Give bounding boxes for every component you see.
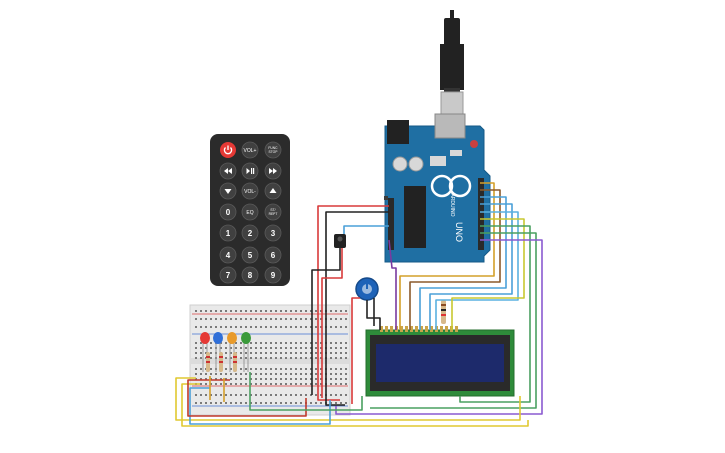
remote-button-5[interactable]: 5 [241, 246, 259, 264]
fast-forward-icon [269, 168, 277, 174]
remote-button-label: 5 [248, 251, 253, 260]
remote-button-label: 4 [226, 251, 231, 260]
arduino-brand-label: ARDUINO [449, 193, 455, 216]
remote-button-2[interactable]: 2 [241, 224, 259, 242]
lcd-display[interactable] [365, 326, 515, 397]
remote-button-label: FUNC [268, 146, 278, 150]
remote-button-st-rept[interactable]: ST/REPT [264, 203, 282, 221]
arduino-model-label: UNO [454, 222, 464, 242]
play-pause-icon [246, 168, 255, 174]
remote-button-0[interactable]: 0 [219, 203, 237, 221]
remote-button-label: 6 [271, 251, 276, 260]
triangle-up-icon [269, 188, 277, 193]
remote-button-3[interactable]: 3 [264, 224, 282, 242]
remote-button-7[interactable]: 7 [219, 266, 237, 284]
digital-header[interactable] [478, 178, 484, 250]
usb-port [434, 113, 466, 139]
remote-button-8[interactable]: 8 [241, 266, 259, 284]
remote-button-eq[interactable]: EQ [241, 203, 259, 221]
remote-button-prev[interactable] [219, 162, 237, 180]
wires [175, 182, 543, 427]
remote-button-down[interactable] [219, 182, 237, 200]
remote-button-label: REPT [269, 212, 278, 216]
remote-button-power[interactable] [220, 142, 236, 158]
potentiometer[interactable] [355, 277, 379, 301]
remote-button-label: ST/ [270, 208, 275, 212]
remote-button-next[interactable] [264, 162, 282, 180]
remote-button-play-pause[interactable] [241, 162, 259, 180]
remote-button-6[interactable]: 6 [264, 246, 282, 264]
remote-button-up[interactable] [264, 182, 282, 200]
triangle-down-icon [224, 189, 232, 194]
remote-button-9[interactable]: 9 [264, 266, 282, 284]
remote-button-label: 2 [248, 229, 253, 238]
remote-button-label: 1 [226, 229, 231, 238]
remote-button-label: 7 [226, 271, 231, 280]
remote-button-vol[interactable]: VOL- [241, 182, 259, 200]
remote-button-4[interactable]: 4 [219, 246, 237, 264]
led-resistors [206, 352, 237, 372]
remote-button-label: 3 [271, 229, 276, 238]
power-jack [387, 120, 409, 144]
atmega-chip [404, 186, 426, 248]
remote-button-vol[interactable]: VOL+ [241, 141, 259, 159]
remote-button-label: 9 [271, 271, 276, 280]
led-green[interactable] [241, 332, 251, 372]
usb-cable [440, 10, 464, 119]
rewind-icon [224, 168, 232, 174]
remote-button-label: VOL- [244, 189, 256, 195]
remote-button-label: 0 [226, 208, 231, 217]
ir-receiver[interactable] [334, 234, 346, 248]
remote-button-label: 8 [248, 271, 253, 280]
power-analog-header[interactable] [388, 198, 394, 250]
reset-button[interactable] [470, 140, 478, 148]
remote-button-label: VOL+ [244, 148, 257, 154]
remote-button-label: STOP [269, 150, 279, 154]
lcd-screen [376, 344, 504, 382]
remote-button-label: EQ [246, 210, 253, 216]
arduino-uno-board[interactable]: ARDUINO UNO [384, 113, 491, 263]
remote-button-1[interactable]: 1 [219, 224, 237, 242]
lcd-backlight-resistor[interactable] [441, 300, 446, 324]
power-icon [223, 147, 233, 155]
